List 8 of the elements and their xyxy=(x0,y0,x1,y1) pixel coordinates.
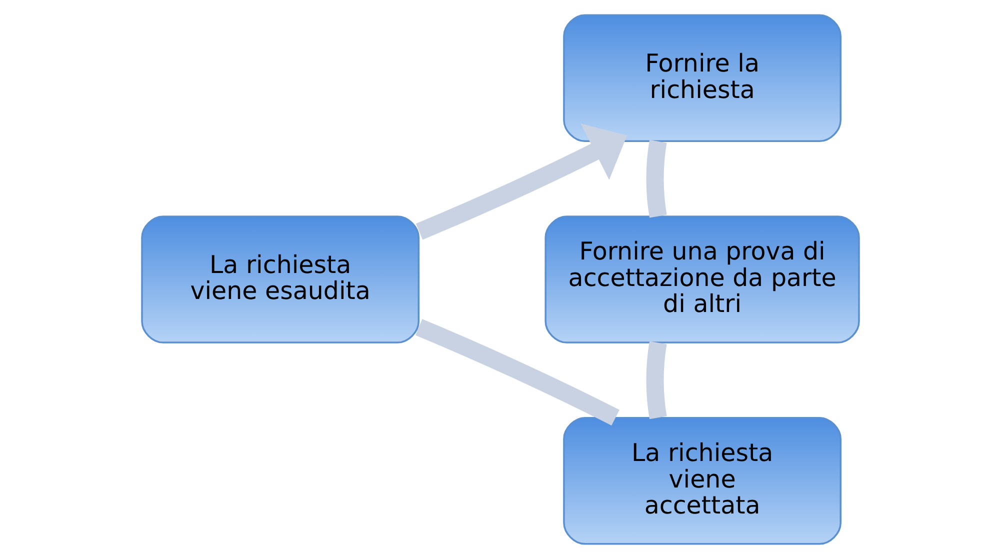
node-box: Fornire la richiesta xyxy=(562,14,841,142)
node-box: La richiesta viene accettata xyxy=(562,416,841,545)
connector xyxy=(646,341,666,420)
node-box: Fornire una prova di accettazione da parte di altri xyxy=(544,216,860,344)
arrow xyxy=(415,124,627,240)
connector xyxy=(414,319,619,426)
node-box: La richiesta viene esaudita xyxy=(140,216,420,344)
connector xyxy=(646,140,666,218)
